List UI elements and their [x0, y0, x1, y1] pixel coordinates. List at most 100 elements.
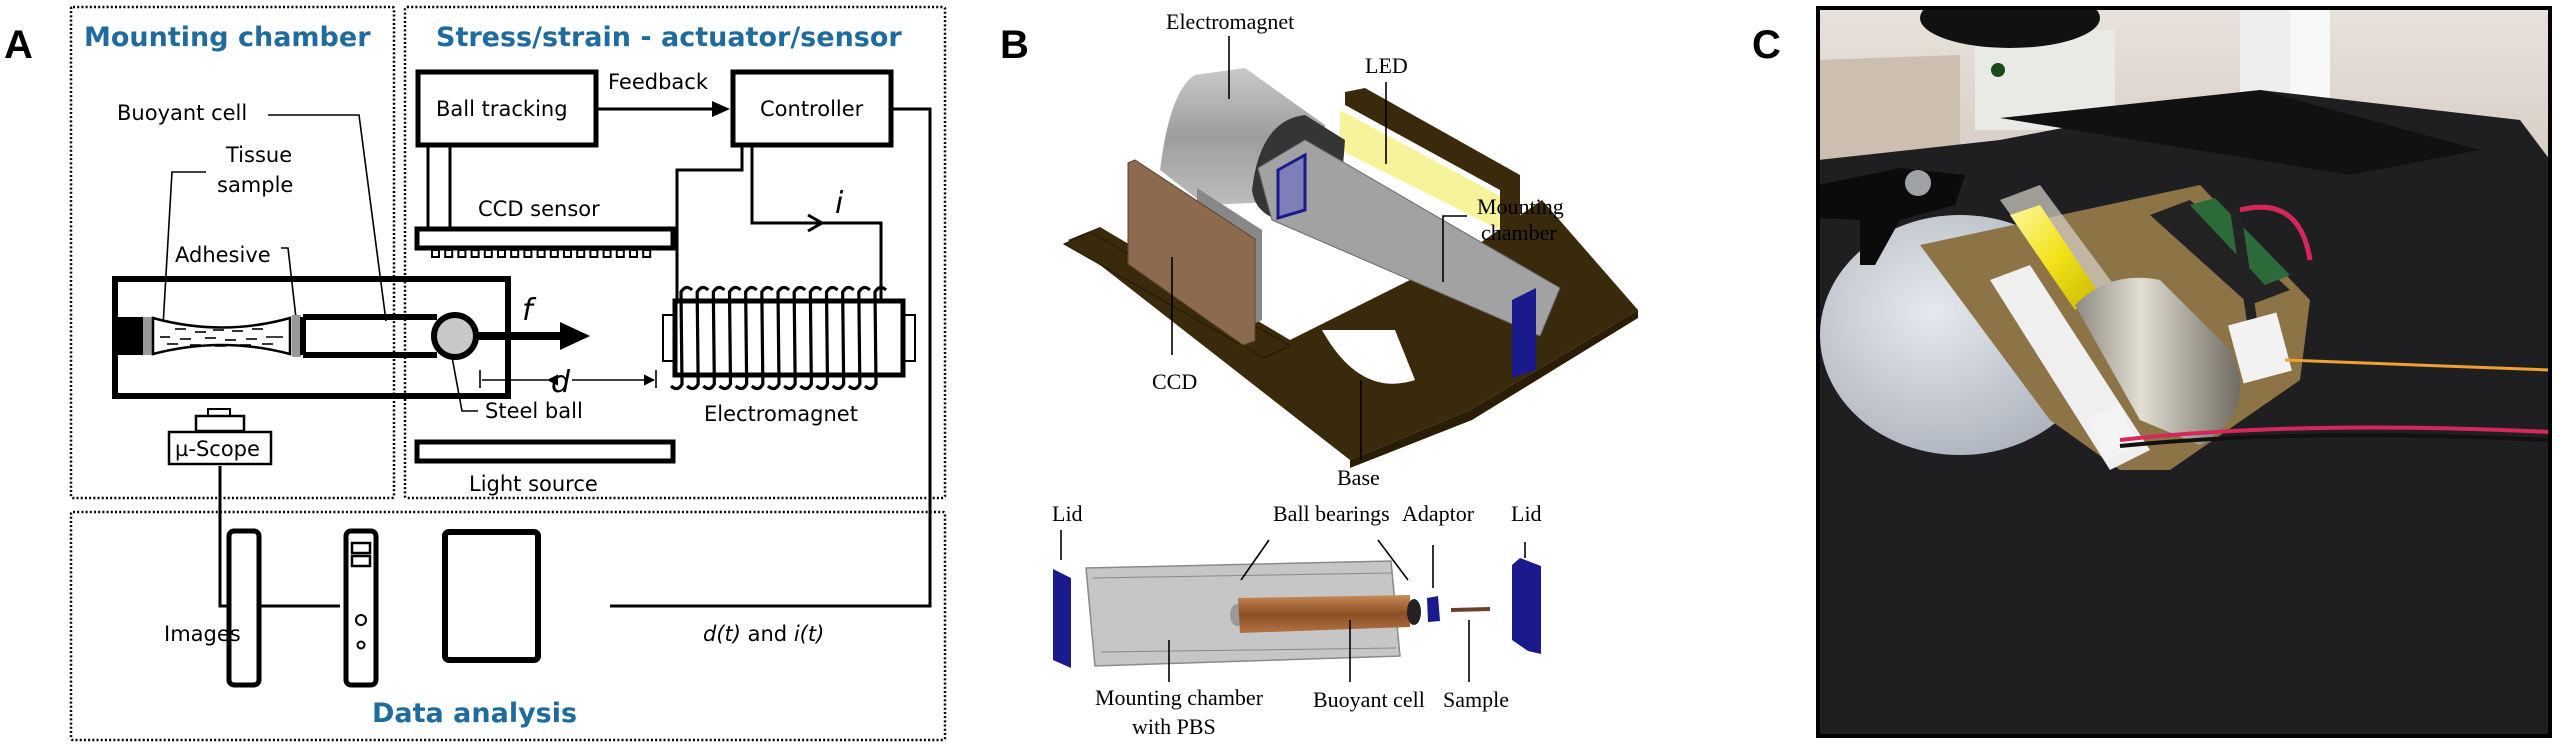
- coil-turn: [750, 285, 774, 391]
- ccd-pixel: [589, 249, 599, 258]
- adhesive-left: [143, 317, 152, 355]
- coil-turn: [669, 285, 694, 391]
- device-photo: [1818, 8, 2550, 736]
- ccd-sensor-bar: [414, 226, 676, 251]
- current-symbol: i: [835, 186, 844, 221]
- stress-strain-section: [403, 5, 947, 500]
- electromagnet-label: Electromagnet: [704, 402, 858, 426]
- coil-turn: [847, 285, 871, 391]
- ccd-pixel: [510, 249, 520, 258]
- b-ccd-label: CCD: [1152, 369, 1197, 394]
- tower-drive-1: [350, 541, 372, 555]
- adhesive-right: [292, 315, 301, 357]
- ccd-board: [1127, 159, 1256, 346]
- ccd-pixel: [470, 249, 480, 258]
- ccd-pixel: [629, 249, 638, 258]
- ccd-pixel: [615, 249, 625, 258]
- b-mounting-chamber-label-2: chamber: [1481, 220, 1557, 245]
- b-mounting-chamber-label-1: Mounting: [1477, 194, 1564, 219]
- microscope-to-computer-wire: [218, 466, 340, 608]
- tissue-sample-label-2: sample: [217, 173, 293, 197]
- b-ball-bearing-2: [1407, 599, 1421, 625]
- feedback-arrow-head: [712, 101, 730, 117]
- b-ball-bearings-leader-2: [1377, 539, 1409, 581]
- b-electromagnet-label: Electromagnet: [1166, 9, 1294, 34]
- mounting-chamber-3d: [1257, 139, 1561, 337]
- ccd-pixel: [444, 249, 454, 258]
- b-ball-bearings-label: Ball bearings: [1273, 501, 1390, 526]
- coil-turn: [815, 285, 839, 391]
- b-led-label: LED: [1365, 53, 1408, 78]
- current-arrow: [807, 213, 826, 233]
- electromagnet-schematic: [662, 285, 916, 391]
- b-mounting-chamber-pbs-label-2: with PBS: [1132, 714, 1216, 739]
- force-arrow-head: [560, 322, 590, 350]
- b-mounting-chamber-pbs-label-1: Mounting chamber: [1095, 685, 1264, 710]
- b-adaptor: [1427, 596, 1440, 622]
- base-cutout: [1322, 330, 1415, 384]
- coil-turn: [686, 285, 710, 391]
- b-adaptor-label: Adaptor: [1402, 501, 1475, 526]
- ccd-pixel: [523, 249, 533, 258]
- signal-i: i(t): [794, 622, 824, 646]
- electromagnet-coil: [669, 285, 888, 391]
- microscope-icon: [167, 408, 273, 466]
- b-lid-right: [1512, 558, 1541, 654]
- steel-ball: [431, 312, 479, 360]
- buoyant-cell-rod: [300, 314, 437, 358]
- panel-c: C: [1752, 6, 2552, 738]
- coil-turn: [831, 285, 855, 391]
- coil-turn: [702, 285, 726, 391]
- computer-tower-icon: [226, 528, 262, 688]
- ccd-pixel: [536, 249, 546, 258]
- b-lid-right-label: Lid: [1511, 501, 1542, 526]
- signal-and: and: [741, 622, 794, 646]
- ccd-sensor-label: CCD sensor: [478, 197, 600, 221]
- b-base-label: Base: [1337, 465, 1380, 490]
- adhesive-leader: [281, 247, 297, 319]
- chamber-lid-back: [1276, 152, 1307, 221]
- b-sample-label: Sample: [1443, 687, 1509, 712]
- fixed-anchor: [116, 317, 143, 355]
- signal-d: d(t): [703, 622, 741, 646]
- ccd-pixel: [563, 249, 572, 258]
- ccd-pixel: [576, 249, 586, 258]
- distance-symbol: d: [551, 365, 571, 400]
- b-sample: [1451, 607, 1490, 612]
- ccd-pixel: [549, 249, 559, 258]
- ccd-pixel: [642, 249, 652, 258]
- panel-letter-a: A: [4, 23, 33, 67]
- feedback-label: Feedback: [608, 70, 709, 94]
- tower-power-button: [355, 614, 367, 626]
- controller-box: [730, 69, 894, 148]
- chamber-schematic: [112, 276, 590, 399]
- data-analysis-title: Data analysis: [372, 698, 577, 729]
- ccd-pixel: [431, 249, 440, 258]
- signals-label: d(t) and i(t): [703, 622, 824, 646]
- monitor-drawing: [442, 529, 541, 663]
- panel-a: A Mounting chamber Stress/strain - actua…: [4, 5, 947, 742]
- controller-to-computer-wire: [610, 107, 932, 608]
- images-label: Images: [164, 622, 241, 646]
- steel-ball-label: Steel ball: [485, 399, 583, 423]
- coil-turn: [783, 285, 807, 391]
- coil-turn: [718, 285, 742, 391]
- coil-turn: [799, 285, 823, 391]
- b-ball-bearings-leader-1: [1240, 539, 1270, 581]
- b-lid-left-label: Lid: [1052, 501, 1083, 526]
- coil-turn: [734, 285, 758, 391]
- b-buoyant-cell-label: Buoyant cell: [1313, 687, 1425, 712]
- tower-led: [356, 640, 366, 650]
- ccd-pixel: [457, 249, 467, 258]
- tower-case: [343, 528, 379, 688]
- tissue-fluid-dashes: [160, 328, 283, 347]
- stress-strain-title: Stress/strain - actuator/sensor: [436, 22, 902, 53]
- ball-tracking-label: Ball tracking: [436, 97, 568, 121]
- coil-turn: [766, 285, 791, 391]
- panel-letter-b: B: [1000, 23, 1029, 67]
- light-source-bar: [414, 439, 676, 464]
- microscope-label: µ-Scope: [175, 437, 260, 461]
- b-buoyant-cell: [1238, 595, 1410, 633]
- light-source-label: Light source: [469, 472, 598, 496]
